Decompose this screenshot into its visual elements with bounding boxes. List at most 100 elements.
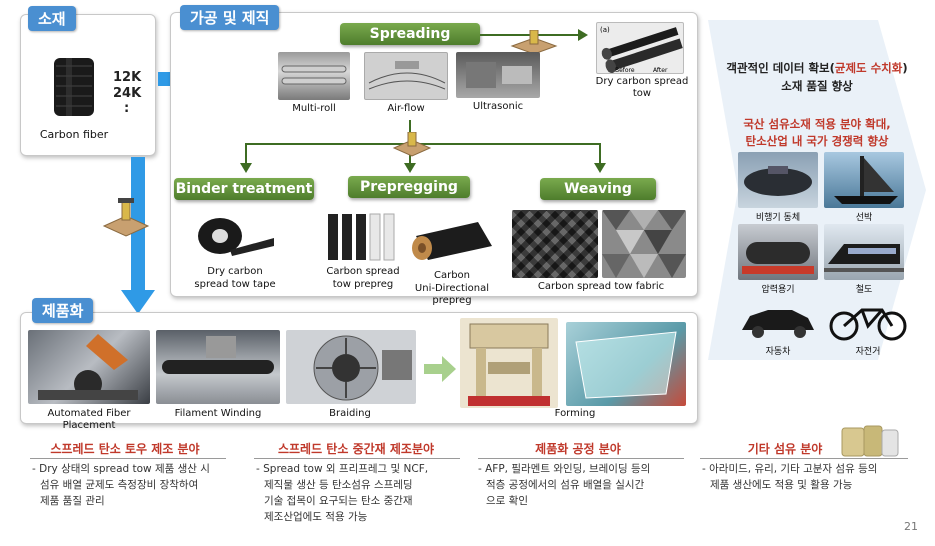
afp-image [28, 330, 150, 404]
fiber-grade-12k: 12K [113, 70, 142, 85]
section-4-divider [700, 458, 908, 459]
section-3-line-1: - AFP, 필라멘트 와인딩, 브레이딩 등의 [478, 463, 651, 475]
carbon-fiber-spool-image [52, 54, 96, 120]
app-car-caption: 자동차 [765, 347, 791, 357]
data-quality-prefix: 객관적인 데이터 확보( [726, 61, 835, 75]
section-1-line-3: 제품 품질 관리 [40, 495, 105, 507]
spreading-title: Spreading [340, 23, 480, 45]
forming-mold-image [566, 322, 686, 406]
data-quality-line2: 소재 품질 향상 [781, 79, 853, 93]
section-1-divider [30, 458, 226, 459]
app-railway-image [824, 224, 904, 280]
branch-right [599, 143, 601, 167]
spread-tow-prepreg-image [328, 213, 395, 261]
arrow-head-down [121, 290, 155, 314]
app-ship-caption: 선박 [855, 213, 873, 223]
prepregging-title: Prepregging [348, 176, 470, 198]
app-car-image [742, 310, 814, 338]
branch-left [245, 143, 247, 167]
section-3-title: 제품화 공정 분야 [535, 442, 621, 456]
braiding-image [286, 330, 416, 404]
section-2-line-1: - Spread tow 외 프리프레그 및 NCF, [256, 463, 429, 475]
processing-label: 가공 및 제직 [180, 5, 280, 30]
spreading-device-icon [510, 30, 558, 55]
method-multi-roll: Multi-roll [292, 103, 336, 114]
section-4-line-1: - 아라미드, 유리, 기타 고분자 섬유 등의 [702, 463, 878, 475]
branch-right-head [594, 163, 606, 173]
forming-press-image [460, 318, 558, 408]
product-label: 제품화 [32, 298, 94, 323]
spread-tow-result-caption: Dry carbon spread tow [595, 76, 689, 99]
branch-mid-head [404, 163, 416, 173]
fiber-spools-icon [841, 425, 899, 457]
prepreg-caption-line2: tow prepreg [332, 279, 394, 290]
fiber-grade-more: : [124, 101, 130, 116]
section-1-line-2: 섬유 배열 균제도 측정장비 장착하여 [40, 479, 199, 491]
air-flow-image [364, 52, 448, 100]
section-2-line-2: 제직물 생산 등 탄소섬유 스프레딩 [264, 479, 413, 491]
binder-caption-line2: spread tow tape [194, 279, 276, 290]
page-number: 21 [904, 520, 918, 533]
spreading-arrow-head [578, 29, 588, 41]
binder-caption-line1: Dry carbon [207, 266, 263, 277]
data-quality-highlight: 균제도 수치화 [834, 61, 903, 75]
ud-prepreg-caption-line2: Uni-Directional prepreg [414, 283, 490, 306]
dry-spread-tow-image: (a) Before After [596, 22, 684, 74]
spread-tow-panel-letter: (a) [600, 26, 610, 34]
app-aircraft-image [738, 152, 818, 208]
method-air-flow: Air-flow [387, 103, 425, 114]
ultrasonic-image [456, 52, 540, 98]
filament-winding-image [156, 330, 280, 404]
fiber-grade-24k: 24K [113, 86, 142, 101]
app-bicycle-image [829, 308, 907, 341]
section-1-body: - Dry 상태의 spread tow 제품 생산 시 섬유 배열 균제도 측… [32, 461, 242, 509]
measurement-device-icon [102, 198, 150, 237]
fiber-name: Carbon fiber [39, 128, 109, 141]
section-3-divider [478, 458, 684, 459]
ud-prepreg-roll-image [412, 222, 492, 260]
woven-fabric-image-2 [602, 210, 686, 278]
section-3-line-3: 으로 확인 [486, 495, 528, 507]
section-4-title: 기타 섬유 분야 [747, 442, 823, 456]
product-forming: Forming [554, 408, 596, 419]
impact-line1: 국산 섬유소재 적용 분야 확대, [743, 117, 891, 131]
spread-tow-before-label: Before [615, 67, 635, 74]
app-ship-image [824, 152, 904, 208]
data-quality-suffix: ) [902, 61, 908, 75]
spread-tow-tape-image [198, 218, 274, 256]
app-bicycle-caption: 자전거 [855, 347, 881, 357]
section-2-line-4: 제조산업에도 적용 가능 [264, 511, 368, 523]
material-label: 소재 [28, 6, 76, 31]
prepreg-caption-line1: Carbon spread [326, 266, 400, 277]
app-pressure-vessel-caption: 압력용기 [761, 285, 795, 295]
app-pressure-vessel-image [738, 224, 818, 280]
forming-arrow-icon [424, 356, 456, 382]
spread-tow-after-label: After [653, 67, 668, 74]
section-4-body: - 아라미드, 유리, 기타 고분자 섬유 등의 제품 생산에도 적용 및 활용… [702, 461, 916, 493]
app-railway-caption: 철도 [855, 285, 873, 295]
multi-roll-image [278, 52, 350, 100]
section-1-title: 스프레드 탄소 토우 제조 분야 [50, 442, 200, 456]
product-filament-winding: Filament Winding [174, 408, 262, 419]
data-quality-line1: 객관적인 데이터 확보(균제도 수치화) [712, 60, 922, 77]
section-4-line-2: 제품 생산에도 적용 및 활용 가능 [710, 479, 853, 491]
app-aircraft-caption: 비행기 동체 [755, 213, 801, 223]
binder-treatment-title: Binder treatment [174, 178, 314, 200]
section-3-line-2: 적층 공정에서의 섬유 배열을 실시간 [486, 479, 645, 491]
ud-prepreg-caption-line1: Carbon [433, 270, 471, 281]
woven-fabric-image-1 [512, 210, 598, 278]
branch-device-icon [392, 132, 432, 157]
section-2-line-3: 기술 접목이 요구되는 탄소 중간재 [264, 495, 413, 507]
section-2-title: 스프레드 탄소 중간재 제조분야 [277, 442, 435, 456]
section-2-body: - Spread tow 외 프리프레그 및 NCF, 제직물 생산 등 탄소섬… [256, 461, 466, 525]
weaving-title: Weaving [540, 178, 656, 200]
weaving-caption: Carbon spread tow fabric [537, 281, 665, 292]
method-ultrasonic: Ultrasonic [472, 101, 524, 112]
section-1-line-1: - Dry 상태의 spread tow 제품 생산 시 [32, 463, 210, 475]
impact-line2: 탄소산업 내 국가 경쟁력 향상 [745, 134, 889, 148]
branch-left-head [240, 163, 252, 173]
section-2-divider [254, 458, 460, 459]
section-3-body: - AFP, 필라멘트 와인딩, 브레이딩 등의 적층 공정에서의 섬유 배열을… [478, 461, 692, 509]
product-afp: Automated Fiber Placement [47, 408, 131, 431]
branch-bar [245, 143, 601, 145]
